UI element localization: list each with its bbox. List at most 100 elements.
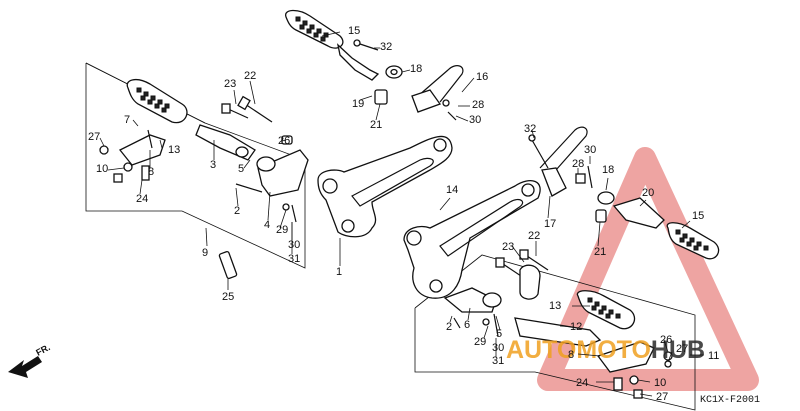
callout-leader	[639, 393, 653, 397]
callout-label: 19	[352, 98, 364, 110]
callout-label: 17	[544, 218, 556, 230]
callout-label: 2	[446, 321, 452, 333]
svg-text:AUTOMOTOHUB: AUTOMOTOHUB	[506, 336, 705, 364]
footpeg-bracket-20	[612, 197, 665, 229]
front-direction-arrow: FR.	[8, 342, 52, 378]
callout-label: 26	[660, 334, 672, 346]
callout-label: 30	[288, 239, 300, 251]
bolt-32-right	[531, 139, 549, 169]
washer-29-right	[482, 318, 490, 326]
screw-30-right	[587, 165, 593, 189]
footpeg-holder-7	[118, 134, 166, 166]
callout-leader	[461, 77, 475, 93]
bolt-25	[218, 250, 238, 280]
nut-26-upper	[281, 135, 293, 145]
callout-label: 5	[238, 163, 244, 175]
callout-label: 28	[572, 158, 584, 170]
callout-label: 27	[88, 131, 100, 143]
callout-label: 30	[584, 144, 596, 156]
callout-label: 27	[656, 391, 668, 403]
callout-label: 1	[336, 266, 342, 278]
callout-label: 15	[692, 210, 704, 222]
callout-label: 14	[446, 184, 458, 196]
callout-label: 2	[234, 205, 240, 217]
callout-leader	[139, 179, 143, 195]
callout-label: 5	[496, 328, 502, 340]
callout-label: 29	[276, 224, 288, 236]
diagram-code: KC1X-F2001	[700, 395, 760, 406]
callout-label: 9	[202, 247, 208, 259]
callout-label: 10	[96, 163, 108, 175]
bracket-12	[514, 317, 602, 347]
bolt-2-right	[453, 317, 461, 329]
callout-leader	[449, 315, 453, 323]
callout-leader	[159, 139, 163, 149]
callout-leader	[663, 339, 669, 353]
footpeg-bracket-19	[336, 43, 380, 81]
callout-leader	[455, 115, 469, 122]
callout-leader	[321, 31, 341, 37]
callout-leader	[279, 209, 287, 229]
collar-5-right	[482, 292, 502, 308]
footpeg-holder-right	[596, 341, 655, 373]
nut-27	[113, 173, 123, 183]
watermark-text: AUTOMOTOHUB	[506, 336, 705, 364]
callout-label: 22	[528, 230, 540, 242]
callout-leader	[281, 139, 287, 142]
svg-text:FR.: FR.	[34, 342, 51, 358]
callout-label: 13	[549, 300, 561, 312]
washer-29	[282, 203, 290, 211]
callout-label: 29	[474, 336, 486, 348]
main-step-bracket-1	[317, 135, 453, 238]
callout-leader	[577, 353, 601, 357]
callout-leader	[597, 221, 601, 247]
callout-leader	[605, 177, 609, 191]
callout-label: 23	[224, 78, 236, 90]
washer-18-right	[597, 191, 615, 205]
callout-label: 13	[168, 144, 180, 156]
callout-label: 4	[264, 219, 270, 231]
bolt-24-right	[613, 377, 623, 391]
callout-label: 31	[288, 253, 300, 265]
collar-5	[256, 156, 276, 172]
callout-leader	[637, 379, 651, 383]
footpeg-rubber-13-right	[576, 290, 636, 330]
main-step-bracket-14	[403, 180, 541, 299]
callout-leader	[559, 325, 575, 328]
callout-label: 11	[708, 350, 719, 362]
callout-leader	[531, 129, 535, 139]
callout-label: 18	[602, 164, 614, 176]
callout-leader	[439, 197, 451, 211]
callout-label: 6	[464, 319, 470, 331]
callout-label: 20	[642, 187, 654, 199]
nut-28	[442, 99, 450, 107]
callout-leader	[467, 307, 471, 321]
nut-28-right	[575, 173, 586, 184]
callout-label: 27	[676, 343, 688, 355]
footpeg-rubber-15-right	[666, 222, 720, 260]
plate-4	[257, 149, 309, 197]
right-assembly-outline	[414, 254, 696, 411]
callout-leader	[235, 187, 239, 207]
callout-leader	[107, 167, 125, 171]
callout-label: 8	[148, 166, 154, 178]
cotter-pin-30-right	[493, 313, 499, 337]
callout-leader	[243, 159, 251, 169]
callout-leader	[375, 103, 381, 121]
callout-label: 21	[370, 119, 382, 131]
callout-leader	[205, 227, 208, 247]
pin-8	[147, 129, 153, 149]
callout-label: 26	[278, 135, 290, 147]
callout-leader	[249, 80, 256, 105]
callout-leader	[639, 199, 647, 207]
callout-label: 21	[594, 246, 606, 258]
callout-leader	[483, 325, 489, 339]
footpeg-rubber-13	[126, 78, 188, 124]
callout-label: 28	[472, 99, 484, 111]
callout-label: 10	[654, 377, 666, 389]
heel-guard-17	[539, 126, 588, 171]
callout-leader	[132, 119, 139, 127]
callout-label: 32	[380, 41, 392, 53]
bolt-21-right	[595, 209, 607, 223]
